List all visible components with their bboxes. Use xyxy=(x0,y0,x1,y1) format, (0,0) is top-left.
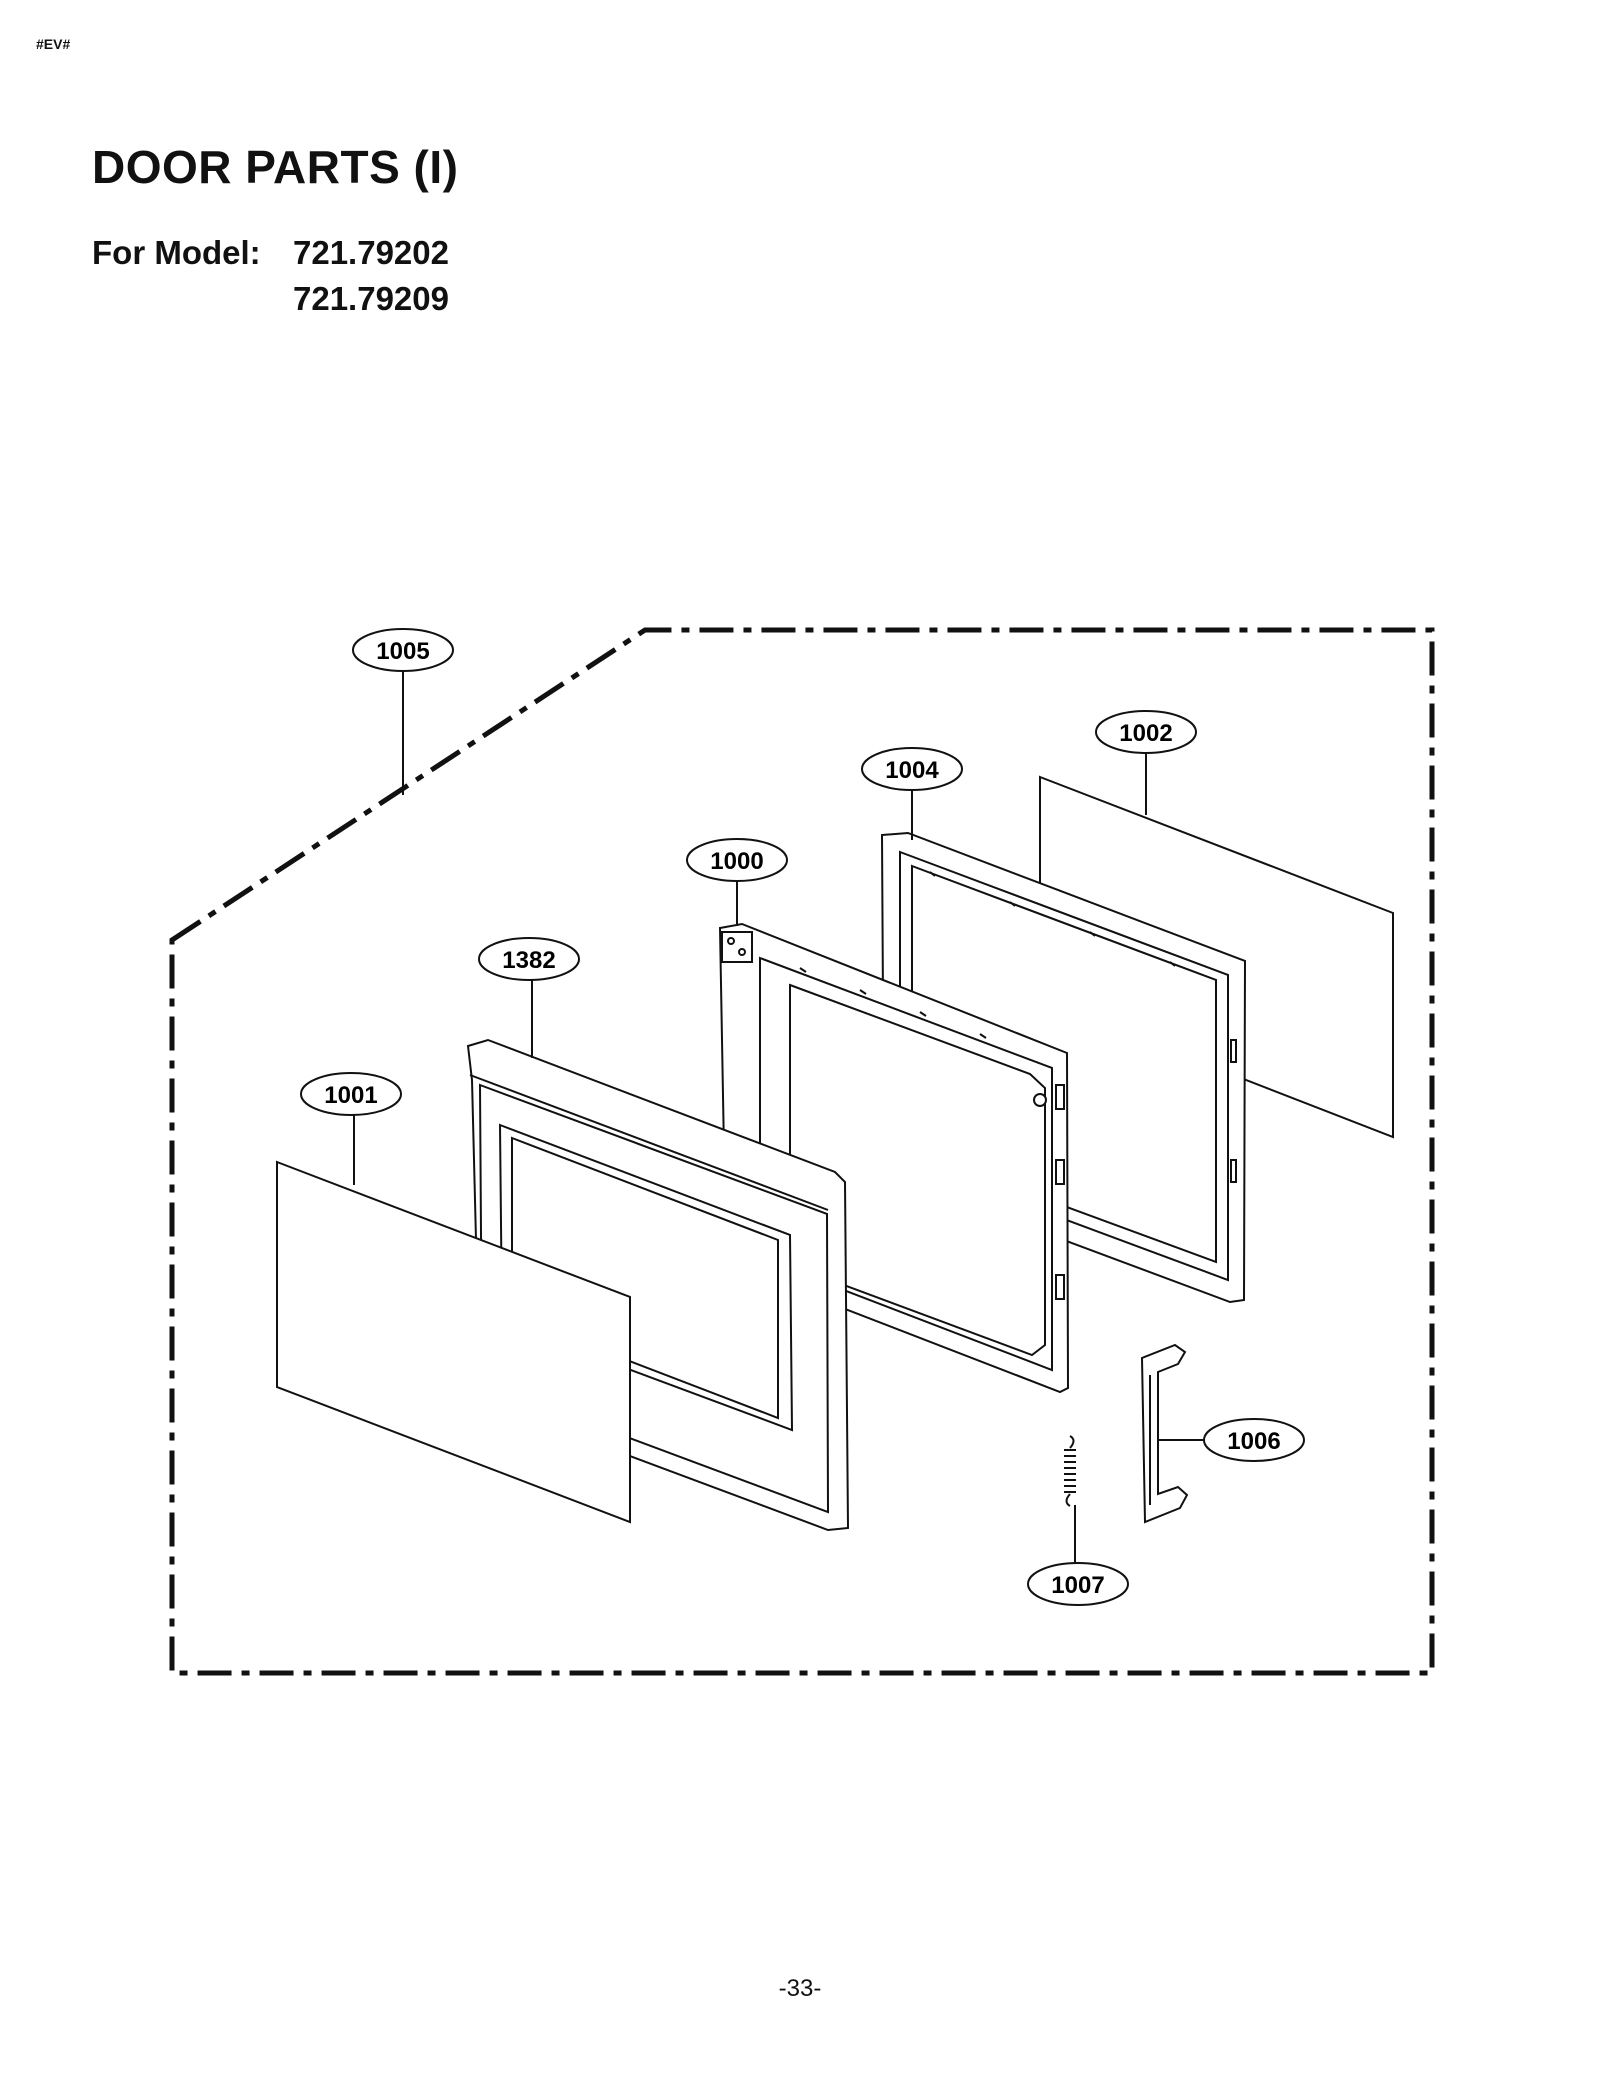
callout-1382: 1382 xyxy=(478,937,580,981)
model-number-1: 721.79202 xyxy=(293,234,449,271)
part-1001-sheet xyxy=(276,1160,631,1524)
callout-1005: 1005 xyxy=(352,628,454,672)
callout-1000-label: 1000 xyxy=(710,848,763,875)
callout-1002: 1002 xyxy=(1095,710,1197,754)
document-code: #EV# xyxy=(36,36,71,52)
page-number: -33- xyxy=(778,1975,822,2002)
page-title: DOOR PARTS (I) xyxy=(92,141,459,193)
callout-1001: 1001 xyxy=(300,1072,402,1116)
callout-1004: 1004 xyxy=(861,747,963,791)
callout-1382-label: 1382 xyxy=(502,947,555,974)
assembly-boundary xyxy=(169,627,1435,1676)
callout-1006-label: 1006 xyxy=(1227,1428,1280,1455)
callout-1006: 1006 xyxy=(1203,1418,1305,1462)
callout-1001-label: 1001 xyxy=(324,1082,377,1109)
callout-1007-label: 1007 xyxy=(1051,1572,1104,1599)
callout-1007: 1007 xyxy=(1027,1562,1129,1606)
callout-1002-label: 1002 xyxy=(1119,720,1172,747)
callout-1000: 1000 xyxy=(686,838,788,882)
part-1007-spring xyxy=(1064,1435,1076,1507)
part-1006-latch xyxy=(1140,1343,1189,1524)
callout-1005-label: 1005 xyxy=(376,638,429,665)
model-label: For Model: xyxy=(92,234,261,271)
leader-lines xyxy=(353,671,1207,1565)
callout-1004-label: 1004 xyxy=(885,757,939,784)
model-number-2: 721.79209 xyxy=(293,280,449,317)
